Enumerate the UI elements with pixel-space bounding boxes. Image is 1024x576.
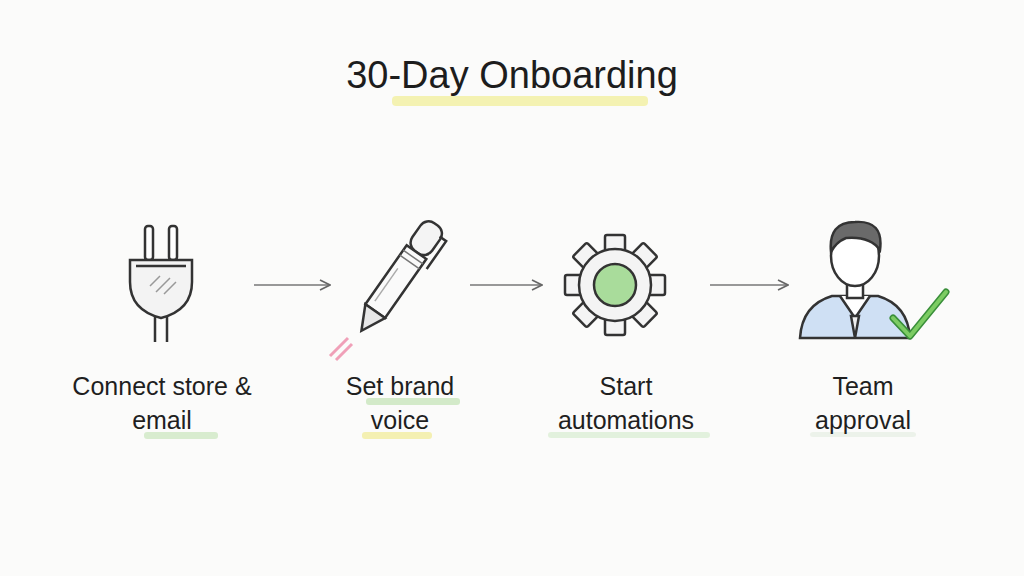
- plug-prong: [169, 226, 177, 260]
- pen-tip: [352, 304, 385, 337]
- plug-cable: [155, 317, 167, 342]
- pen-icon: [352, 217, 451, 341]
- step-node: Set brand voice: [330, 215, 470, 445]
- flow-arrow: [710, 284, 788, 286]
- step-label: Set brand voice: [330, 369, 470, 437]
- person-tie: [851, 316, 859, 338]
- person-icon: [800, 222, 946, 338]
- plug-ridge: [136, 265, 186, 268]
- step-label: Start automations: [542, 369, 710, 437]
- pen-barrel: [365, 245, 426, 318]
- check-mark-fill: [893, 292, 946, 336]
- diagram-title: 30-Day Onboarding: [212, 52, 812, 98]
- person-hair: [831, 222, 881, 252]
- gear-icon: [565, 235, 665, 335]
- step-node: Team approval: [788, 215, 938, 445]
- flow-arrow: [470, 284, 542, 286]
- pen-shade: [375, 268, 398, 301]
- ink-scribble: [330, 338, 352, 360]
- step-label: Team approval: [788, 369, 938, 437]
- plug-icon: [130, 226, 192, 342]
- gear-rim: [579, 249, 651, 321]
- plug-hatch: [150, 276, 176, 294]
- person-collar: [840, 296, 870, 318]
- plug-body: [130, 260, 192, 318]
- check-mark: [893, 292, 946, 336]
- flow-arrow: [254, 284, 330, 286]
- step-node: Connect store & email: [70, 215, 254, 445]
- step-label: Connect store & email: [70, 369, 254, 437]
- gear-hub: [594, 264, 636, 306]
- title-highlight: [392, 96, 648, 106]
- step-node: Start automations: [542, 215, 710, 445]
- plug-prong: [145, 226, 153, 260]
- pen-band: [400, 250, 423, 269]
